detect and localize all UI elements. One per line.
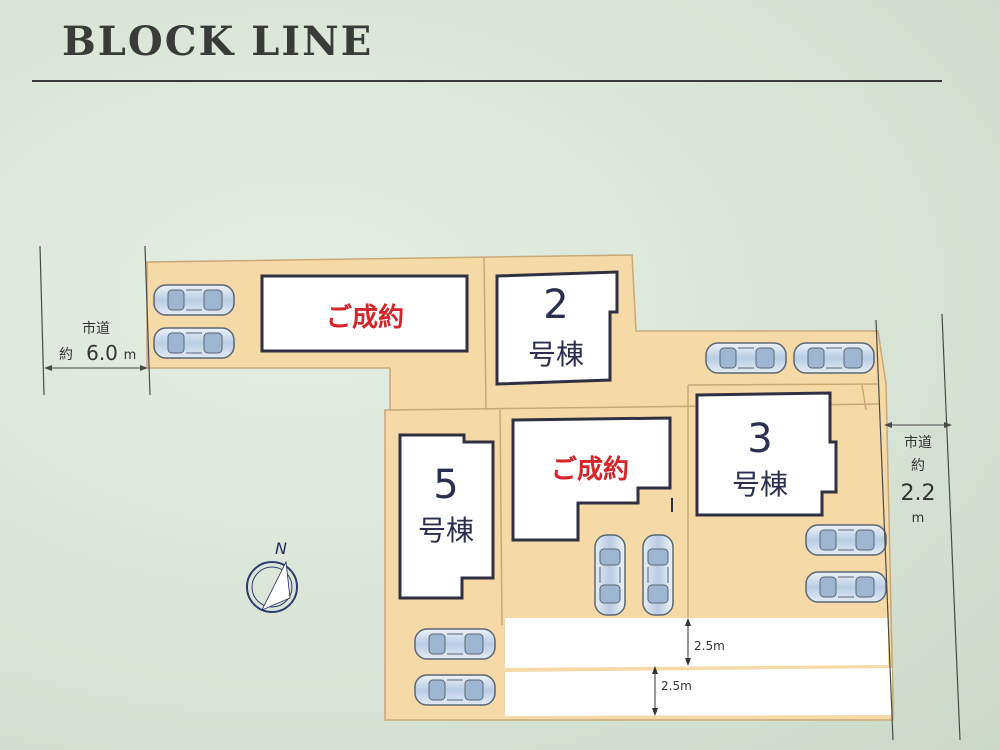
road-right-prefix: 約 (911, 458, 925, 474)
page-title: BLOCK LINE (62, 18, 374, 65)
road-left-type: 市道 (82, 320, 110, 337)
road-left-width: 6.0 (86, 341, 118, 365)
building-lot1: ご成約 (260, 274, 469, 353)
driveway-dimension: 2.5m (685, 618, 725, 666)
car-icon (594, 534, 626, 616)
car-icon (805, 524, 887, 556)
road-left-prefix: 約 (59, 347, 73, 363)
lot-divider (687, 383, 879, 386)
lot2-suffix: 号棟 (528, 338, 584, 371)
building-lot4: ご成約 (511, 416, 673, 542)
lot2-number: 2 (543, 282, 568, 328)
car-icon (705, 342, 787, 374)
car-icon (153, 284, 235, 316)
car-icon (153, 327, 235, 359)
road-right-width: 2.2 (901, 481, 936, 506)
title-underline (32, 80, 942, 82)
building-lot5: 5 号棟 (398, 433, 495, 600)
lot4-status: ご成約 (551, 454, 629, 485)
road-left: 市道 約 6.0 m (39, 245, 151, 396)
driveway-width-label: 2.5m (694, 639, 725, 653)
lot5-suffix: 号棟 (418, 514, 474, 547)
road-left-unit: m (124, 348, 137, 363)
road-right-type: 市道 (904, 434, 932, 451)
compass-north-label: N (275, 539, 287, 558)
lot3-suffix: 号棟 (732, 468, 788, 501)
lot5-number: 5 (433, 462, 458, 508)
lot-divider (483, 257, 487, 411)
driveway-strip (505, 668, 892, 716)
lot3-number: 3 (747, 416, 772, 462)
car-icon (414, 628, 496, 660)
car-icon (642, 534, 674, 616)
lot-divider (861, 384, 867, 411)
car-icon (414, 674, 496, 706)
road-right-unit: m (912, 511, 925, 526)
driveway-strips (505, 618, 892, 716)
car-icon (793, 342, 875, 374)
driveway-width-label: 2.5m (661, 679, 692, 693)
lot1-status: ご成約 (326, 302, 404, 333)
building-lot2: 2 号棟 (495, 270, 619, 386)
road-right: 市道 約 2.2 m (875, 313, 961, 741)
car-icon (805, 571, 887, 603)
driveway-strip (505, 618, 888, 668)
lot-divider (499, 409, 503, 626)
driveway-dimension: 2.5m (652, 666, 692, 716)
building-lot3: 3 号棟 (695, 391, 838, 517)
north-compass-icon: N (246, 539, 298, 613)
